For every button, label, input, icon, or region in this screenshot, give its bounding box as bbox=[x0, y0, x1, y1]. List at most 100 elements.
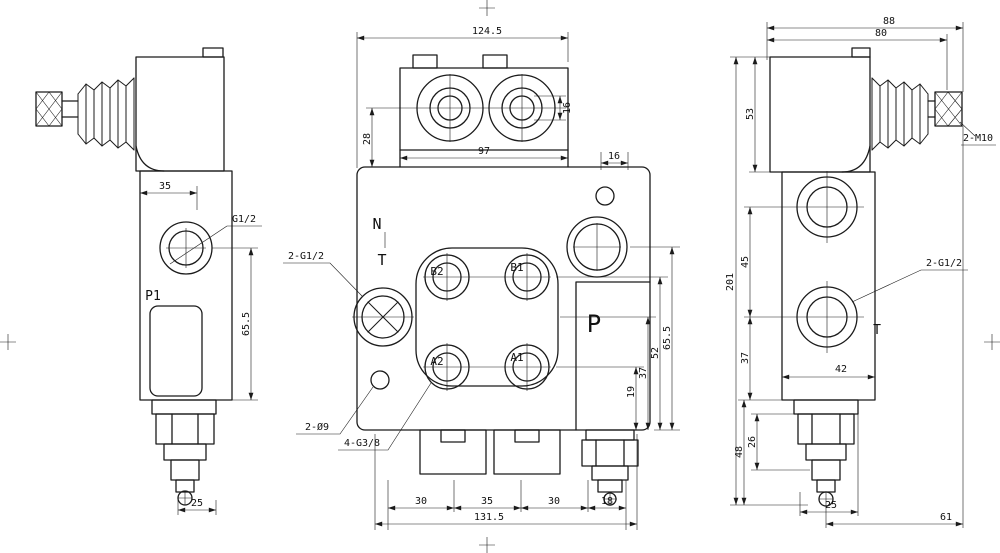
relief-hex-left bbox=[155, 413, 215, 445]
ext-lines-26 bbox=[751, 413, 810, 471]
label-p: P bbox=[587, 310, 601, 338]
dim-80: 80 bbox=[875, 28, 887, 39]
housing-tab-left bbox=[202, 47, 224, 58]
leader-4-g38 bbox=[338, 382, 432, 451]
relief-assembly-front bbox=[581, 429, 639, 506]
spool-cap-2 bbox=[493, 429, 561, 475]
lever-knob-hatch-left bbox=[35, 91, 63, 127]
callout-2-d9: 2-Ø9 bbox=[305, 421, 329, 433]
work-ports-centerlines bbox=[352, 253, 551, 391]
relief-stem-right bbox=[811, 459, 841, 481]
ports-centerlines-right bbox=[744, 171, 864, 353]
label-t-front: T bbox=[377, 251, 386, 269]
leader-g12 bbox=[169, 225, 262, 265]
top-ports-centerlines bbox=[366, 74, 566, 142]
ext-lines-124-5 bbox=[356, 32, 569, 168]
dim-16-h: 16 bbox=[608, 151, 620, 162]
leader-2-m10 bbox=[959, 121, 996, 146]
right-side-view: T 2-G1/2 2-M10 88 80 53 201 45 37 48 bbox=[725, 16, 996, 528]
port-p1-centerlines bbox=[166, 228, 206, 268]
relief-tip-left bbox=[175, 479, 195, 493]
callouts-front: 2-G1/2 2-Ø9 4-G3/8 bbox=[283, 251, 432, 451]
label-a1: A1 bbox=[510, 351, 523, 364]
dimensions-front-bottom: 30 35 30 18 131.5 bbox=[374, 434, 638, 530]
frame-mark-right bbox=[984, 334, 1000, 350]
dimensions-front-right: 19 37 52 65.5 bbox=[556, 246, 680, 431]
lever-housing-right bbox=[769, 56, 871, 173]
label-a2: A2 bbox=[430, 355, 443, 368]
dim-37-front: 37 bbox=[638, 367, 649, 379]
tank-port-centerlines bbox=[573, 223, 621, 271]
top-tab-left bbox=[412, 54, 438, 69]
bellows-bottom-left bbox=[77, 133, 135, 151]
dim-48: 48 bbox=[734, 446, 745, 458]
left-side-view: 35 G1/2 P1 65.5 25 bbox=[35, 47, 262, 515]
frame-mark-bottom bbox=[479, 537, 495, 553]
relief-hex-facets-left bbox=[171, 413, 199, 445]
relief-body-left bbox=[163, 443, 207, 461]
bellows-top-right bbox=[871, 77, 929, 95]
valve-body-right bbox=[744, 171, 876, 507]
callout-2-m10: 2-M10 bbox=[963, 133, 993, 144]
callout-4-g38: 4-G3/8 bbox=[344, 438, 380, 449]
main-body-front bbox=[352, 166, 651, 431]
ext-lines-88-80 bbox=[766, 22, 964, 528]
dimensions-right-view: 88 80 53 201 45 37 48 26 42 25 61 bbox=[725, 16, 964, 528]
relief-flange-left bbox=[151, 399, 217, 415]
bellows-folds-left bbox=[77, 77, 135, 151]
dim-16-v: 16 bbox=[562, 102, 573, 114]
label-b1: B1 bbox=[510, 261, 523, 274]
labels-front: N T B2 B1 A2 A1 P bbox=[372, 215, 601, 368]
callout-g12: G1/2 bbox=[232, 214, 256, 225]
dim-30-left: 30 bbox=[415, 496, 427, 507]
spool-cap-1-boss bbox=[440, 429, 466, 443]
relief-hex-facets-right bbox=[811, 413, 841, 445]
dim-201: 201 bbox=[725, 273, 736, 291]
ext-lines-25-left bbox=[177, 500, 217, 515]
relief-seal-cross-left bbox=[178, 491, 192, 505]
top-cover-outline bbox=[399, 67, 569, 151]
lever-housing-left bbox=[135, 56, 225, 172]
label-t-right: T bbox=[873, 323, 881, 338]
dim-65-5-left: 65.5 bbox=[241, 312, 252, 336]
lever-assembly-left bbox=[35, 47, 225, 172]
mount-hole-bottom bbox=[370, 370, 390, 390]
spool-bore-left bbox=[149, 305, 203, 397]
dim-26: 26 bbox=[747, 436, 758, 448]
dim-45: 45 bbox=[740, 256, 751, 268]
dim-18: 18 bbox=[601, 496, 613, 507]
ext-lines-53-201 bbox=[730, 56, 808, 506]
dim-30-right: 30 bbox=[548, 496, 560, 507]
body-outline-right bbox=[781, 171, 876, 401]
relief-flange-right bbox=[793, 399, 859, 415]
dim-37-right: 37 bbox=[740, 352, 751, 364]
relief-body-right bbox=[805, 443, 847, 461]
housing-corner-arc-right bbox=[841, 145, 871, 173]
lever-shaft-left bbox=[61, 100, 79, 118]
gauge-hole-top bbox=[595, 186, 615, 206]
bellows-folds-right bbox=[871, 77, 929, 151]
relief-seal-cross-right bbox=[819, 492, 833, 506]
dim-131-5: 131.5 bbox=[474, 512, 504, 523]
relief-hex-front bbox=[581, 439, 639, 467]
dim-124-5: 124.5 bbox=[472, 26, 502, 37]
relief-body-front bbox=[591, 465, 629, 481]
housing-tab-right bbox=[851, 47, 871, 58]
dim-28: 28 bbox=[362, 133, 373, 145]
relief-hex-right bbox=[797, 413, 855, 445]
ext-lines-right-stack bbox=[556, 246, 680, 431]
leader-2-g12-right bbox=[851, 269, 968, 303]
relief-flange-front bbox=[585, 429, 635, 441]
spool-cap-1 bbox=[419, 429, 487, 475]
lever-knob-hatch-right bbox=[934, 91, 963, 127]
p-section-lines bbox=[575, 281, 651, 431]
callout-2-g12-right: 2-G1/2 bbox=[926, 258, 962, 269]
dim-88: 88 bbox=[883, 16, 895, 27]
dim-35-bottom: 35 bbox=[481, 496, 493, 507]
housing-corner-arc-left bbox=[135, 145, 165, 172]
dim-97: 97 bbox=[478, 146, 490, 157]
front-view: N T B2 B1 A2 A1 P 2-G1/2 2-Ø9 4-G3/8 124… bbox=[283, 26, 680, 530]
dim-53: 53 bbox=[745, 108, 756, 120]
